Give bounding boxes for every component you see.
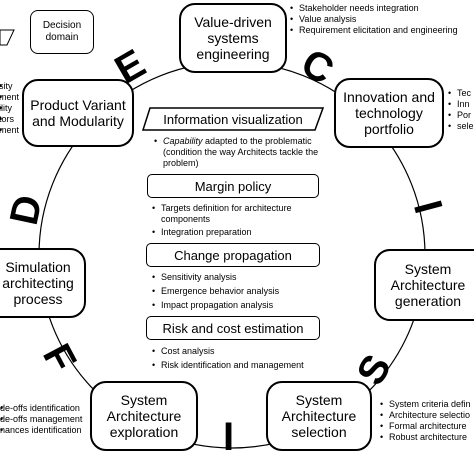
list-item: Capability adapted to the problematic (c… <box>154 136 332 169</box>
list-risk-cost: Cost analysis Risk identification and ma… <box>152 346 304 371</box>
list-item: Por <box>448 110 474 121</box>
list-item: Value analysis <box>290 14 458 25</box>
node-system-generation-label: System Architecture generation <box>390 261 466 309</box>
margin-policy-box: Margin policy <box>147 174 319 198</box>
node-product-variant-label: Product Variant and Modularity <box>30 97 126 129</box>
risk-cost-title: Risk and cost estimation <box>162 320 304 336</box>
list-item: Sensitivity analysis <box>152 272 279 283</box>
list-item: sity <box>0 81 19 92</box>
list-item: ment <box>0 125 19 136</box>
node-system-selection-label: System Architecture selection <box>281 392 357 440</box>
node-system-architecture-generation: System Architecture generation <box>374 249 474 321</box>
letter-i-bottom: I <box>223 415 235 459</box>
list-selection: System criteria defin Architecture selec… <box>380 399 471 443</box>
list-item: nances identification <box>0 425 82 436</box>
list-item: Architecture selectio <box>380 410 471 421</box>
legend-decision-domain-label: Decision domain <box>42 20 82 43</box>
node-value-driven-label: Value-driven systems engineering <box>194 14 272 62</box>
list-item: tors <box>0 114 19 125</box>
info-vis-parallelogram <box>142 107 324 131</box>
list-item: de-offs management <box>0 414 82 425</box>
node-simulation-architecting-process: Simulation architecting process <box>0 248 86 318</box>
legend-decision-domain: Decision domain <box>30 10 94 54</box>
change-propagation-box: Change propagation <box>146 243 320 267</box>
list-item: Stakeholder needs integration <box>290 3 458 14</box>
node-system-architecture-exploration: System Architecture exploration <box>90 381 198 451</box>
list-item: System criteria defin <box>380 399 471 410</box>
list-item: Tec <box>448 88 474 99</box>
list-change-propagation: Sensitivity analysis Emergence behavior … <box>152 272 279 311</box>
list-product-variant: sity ment ility tors ment <box>0 81 19 136</box>
list-innovation: Tec Inn Por sele <box>448 88 474 132</box>
node-innovation-technology-portfolio: Innovation and technology portfolio <box>334 78 444 148</box>
list-item: Impact propagation analysis <box>152 300 279 311</box>
capability-rest: adapted to the problematic (condition th… <box>163 136 319 168</box>
legend-parallelogram-icon <box>0 29 15 46</box>
list-item: Integration preparation <box>152 227 332 238</box>
list-item: Targets definition for architecture comp… <box>152 203 332 225</box>
list-item: Formal architecture <box>380 421 471 432</box>
change-propagation-title: Change propagation <box>174 247 292 263</box>
list-item: ility <box>0 103 19 114</box>
list-info-vis: Capability adapted to the problematic (c… <box>154 136 332 169</box>
list-margin-policy: Targets definition for architecture comp… <box>152 203 332 238</box>
list-item: Risk identification and management <box>152 360 304 371</box>
node-innovation-label: Innovation and technology portfolio <box>343 89 435 137</box>
node-system-exploration-label: System Architecture exploration <box>106 392 182 440</box>
capability-word: Capability <box>163 136 203 146</box>
info-vis-title: Information visualization <box>163 111 303 127</box>
list-product-variant-clip: sity ment ility tors ment <box>0 81 19 147</box>
node-value-driven-systems-engineering: Value-driven systems engineering <box>179 3 287 73</box>
list-item: Inn <box>448 99 474 110</box>
list-item: de-offs identification <box>0 403 82 414</box>
list-exploration: de-offs identification de-offs managemen… <box>0 403 82 436</box>
list-item: Requirement elicitation and engineering <box>290 25 458 36</box>
risk-cost-box: Risk and cost estimation <box>146 316 320 340</box>
node-product-variant-modularity: Product Variant and Modularity <box>22 79 134 147</box>
node-simulation-label: Simulation architecting process <box>2 259 74 307</box>
list-item: Emergence behavior analysis <box>152 286 279 297</box>
margin-policy-title: Margin policy <box>194 178 272 194</box>
node-system-architecture-selection: System Architecture selection <box>266 381 372 451</box>
list-item: Cost analysis <box>152 346 304 357</box>
list-item: ment <box>0 92 19 103</box>
list-item: sele <box>448 121 474 132</box>
list-item: Robust architecture <box>380 432 471 443</box>
list-value-driven: Stakeholder needs integration Value anal… <box>290 3 458 36</box>
